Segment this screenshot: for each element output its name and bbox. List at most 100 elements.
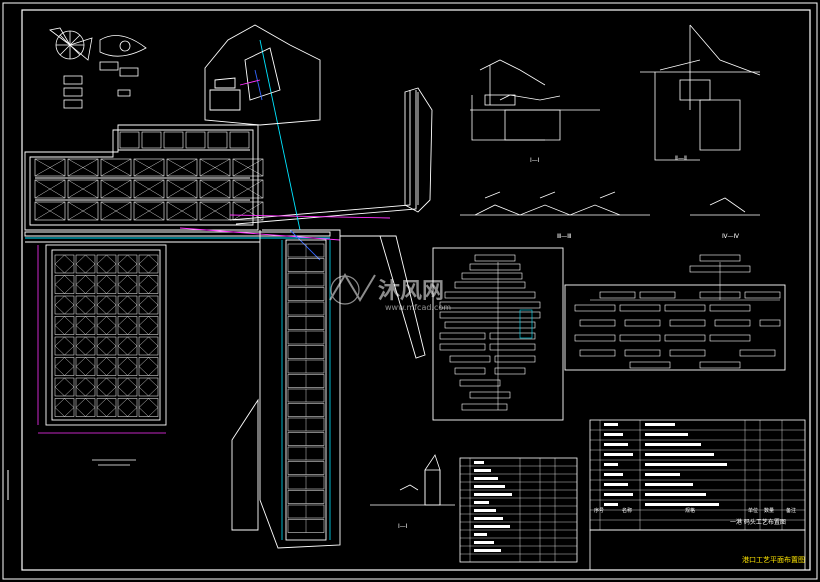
yard-cell (96, 357, 117, 376)
pier-rails (281, 240, 331, 540)
title-cell-entry (604, 463, 618, 466)
yard-cell-diagonal (166, 201, 198, 221)
flow-box (494, 355, 536, 363)
drawing-name: 港口工艺平面布置图 (742, 555, 805, 564)
section-label-5: Ⅰ—Ⅰ (398, 523, 408, 530)
yard-cell (54, 377, 75, 397)
yard-cell (232, 201, 264, 221)
title-block-rows (590, 420, 805, 530)
yard-cell-diamond (75, 336, 96, 356)
flowchart-boxes (439, 254, 781, 411)
yard-cell-diamond (75, 316, 96, 335)
yard-cell-diamond (75, 254, 96, 274)
table-cell-entry (474, 525, 510, 528)
table-header-remark: 备注 (786, 507, 796, 514)
flow-box (439, 343, 486, 351)
table-cell-entry (474, 533, 487, 536)
lower-yard-cells (54, 254, 159, 417)
scale-bar (92, 459, 136, 466)
wind-rose-icon (49, 27, 93, 61)
yard-cell-diamond (138, 357, 159, 376)
yard-cell-diagonal (67, 179, 99, 199)
title-cell-entry (604, 493, 633, 496)
yard-cell (138, 275, 159, 294)
watermark-brand: 沐风网 (378, 279, 444, 304)
table-cell-entry (474, 517, 503, 520)
access-road (24, 90, 417, 243)
yard-cell (138, 316, 159, 335)
flow-box (444, 291, 536, 299)
flow-box (489, 343, 536, 351)
flow-box (469, 391, 511, 399)
yard-cell (117, 336, 138, 356)
yard-cell-diamond (75, 357, 96, 376)
yard-cell (75, 398, 96, 417)
table-header-qty: 数量 (764, 507, 774, 514)
yard-cell (199, 158, 231, 177)
yard-cell-diamond (54, 295, 75, 315)
yard-cell (67, 201, 99, 221)
title-cell-entry (604, 503, 618, 506)
title-cell-entry (645, 433, 688, 436)
flow-box (579, 349, 616, 357)
title-cell-entry (604, 483, 628, 486)
yard-cell (229, 131, 250, 149)
yard-cell-diamond (117, 336, 138, 356)
yard-cell (117, 295, 138, 315)
section-label-2: Ⅱ—Ⅱ (675, 155, 687, 162)
yard-cell-diagonal (34, 179, 66, 199)
yard-cell (138, 336, 159, 356)
yard-cell (117, 316, 138, 335)
yard-cell (34, 179, 66, 199)
yard-cell (141, 131, 162, 149)
yard-cell (96, 316, 117, 335)
section-view-5 (370, 454, 455, 506)
flow-box (624, 349, 661, 357)
flow-box (629, 361, 671, 369)
yard-cell (75, 336, 96, 356)
yard-cell (54, 295, 75, 315)
yard-cell (54, 357, 75, 376)
flow-box (461, 403, 508, 411)
yard-cell-diamond (54, 357, 75, 376)
yard-cell-diamond (117, 357, 138, 376)
yard-cell (133, 158, 165, 177)
flow-box (699, 361, 741, 369)
yard-cell (185, 131, 206, 149)
yard-cell-diagonal (133, 201, 165, 221)
flow-box (454, 281, 526, 289)
flow-box (439, 301, 541, 309)
flow-box (439, 332, 486, 340)
yard-cell (54, 398, 75, 417)
yard-cell (199, 179, 231, 199)
title-cell-entry (645, 503, 719, 506)
flow-box (639, 291, 676, 299)
yard-cell-diamond (117, 254, 138, 274)
yard-cell (100, 158, 132, 177)
lower-storage-yard (45, 244, 167, 426)
yard-cell-diamond (117, 377, 138, 397)
yard-cell-diagonal (34, 158, 66, 177)
yard-cell (207, 131, 228, 149)
flow-box (454, 367, 486, 375)
yard-cell-diagonal (100, 201, 132, 221)
yard-cell-diamond (96, 377, 117, 397)
yard-cell-diamond (75, 295, 96, 315)
yard-cell-diagonal (133, 179, 165, 199)
yard-cell-diamond (75, 275, 96, 294)
main-pier (231, 229, 341, 549)
flow-box (474, 254, 516, 262)
yard-cell-diagonal (67, 158, 99, 177)
yard-cell (166, 179, 198, 199)
yard-cell-diagonal (100, 179, 132, 199)
equipment-table (459, 457, 578, 563)
yard-cell (138, 254, 159, 274)
watermark-logo-icon (329, 273, 376, 305)
yard-cell-diamond (117, 398, 138, 417)
table-header-name: 名称 (622, 507, 632, 514)
flow-box (489, 332, 536, 340)
yard-cell (117, 254, 138, 274)
title-cell-entry (604, 473, 623, 476)
section-label-3: Ⅲ—Ⅲ (557, 233, 571, 240)
